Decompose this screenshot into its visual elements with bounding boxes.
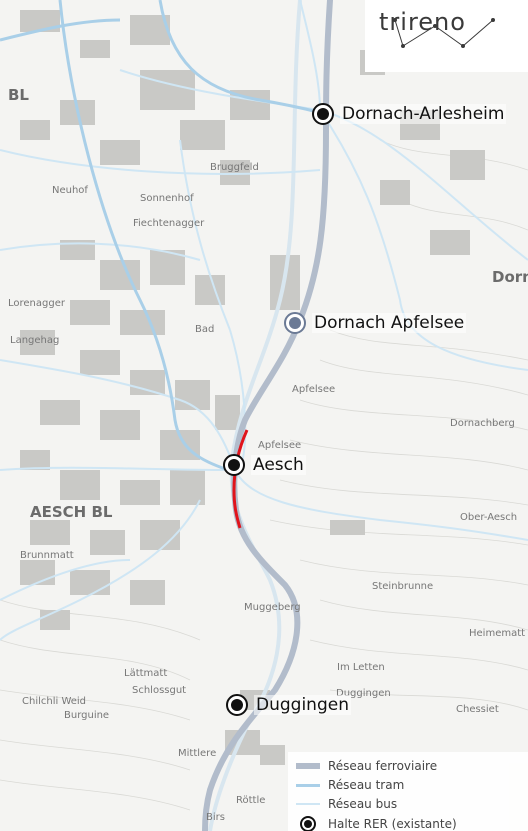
- rer-stop-icon: [226, 694, 248, 716]
- stop-name: Aesch: [251, 455, 306, 475]
- stop-name: Duggingen: [254, 695, 351, 715]
- place-label-aesch-bl: AESCH BL: [30, 503, 113, 521]
- legend-row-bus: Réseau bus: [296, 797, 397, 811]
- map-legend: Réseau ferroviaire Réseau tram Réseau bu…: [288, 752, 528, 831]
- legend-row-tram: Réseau tram: [296, 778, 404, 792]
- legend-row-stop: Halte RER (existante): [296, 816, 457, 831]
- stop-dornach-arlesheim[interactable]: Dornach-Arlesheim: [312, 103, 507, 125]
- rer-stop-legend-icon: [300, 816, 316, 831]
- bus-swatch: [296, 803, 320, 805]
- place-label-dornachberg: Dornachberg: [450, 418, 515, 429]
- place-label-fiechtenagger: Fiechtenagger: [133, 218, 205, 229]
- stop-duggingen[interactable]: Duggingen: [226, 694, 351, 716]
- place-label-lattmatt: Lättmatt: [124, 668, 168, 679]
- place-label-heimematt: Heimematt: [469, 628, 526, 639]
- place-label-rottle: Röttle: [236, 795, 266, 806]
- tram-swatch: [296, 783, 320, 787]
- place-label-bl: BL: [8, 86, 29, 104]
- stop-name: Dornach-Arlesheim: [340, 104, 507, 124]
- place-label-apfelsee: Apfelsee: [292, 384, 336, 395]
- place-label-neuhof: Neuhof: [52, 185, 88, 196]
- legend-label-stop: Halte RER (existante): [328, 817, 457, 831]
- place-label-langehag: Langehag: [10, 335, 60, 346]
- place-label-lorenagger: Lorenagger: [8, 298, 65, 309]
- place-label-birs: Birs: [206, 812, 225, 823]
- place-label-schlossgut: Schlossgut: [132, 685, 187, 696]
- legend-label-bus: Réseau bus: [328, 797, 398, 811]
- place-label-ober-aesch: Ober-Aesch: [460, 512, 518, 523]
- tram-network: [0, 0, 323, 472]
- stop-name: Dornach Apfelsee: [312, 313, 467, 333]
- place-label-bruggfeld: Bruggfeld: [210, 162, 259, 173]
- place-label-steinbrunne: Steinbrunne: [372, 581, 434, 592]
- place-label-chessiet: Chessiet: [456, 704, 499, 715]
- place-label-brunnmatt: Brunnmatt: [20, 550, 74, 561]
- place-label-muggeberg: Muggeberg: [244, 602, 301, 613]
- place-label-dorna: Dorna: [492, 268, 528, 286]
- place-label-im-letten: Im Letten: [337, 662, 385, 673]
- rer-stop-icon: [223, 454, 245, 476]
- place-label-duggingen: Duggingen: [336, 688, 391, 699]
- rer-stop-icon: [312, 103, 334, 125]
- new-stop-icon: [284, 312, 306, 334]
- contour-lines: [0, 139, 528, 811]
- legend-label-rail: Réseau ferroviaire: [328, 759, 438, 773]
- logo-network-icon: [393, 18, 495, 48]
- trireno-logo: trireno: [365, 0, 528, 72]
- stop-aesch[interactable]: Aesch: [223, 454, 306, 476]
- place-label-im-gr: Mittlere: [178, 748, 217, 759]
- place-label-bad: Bad: [195, 324, 215, 335]
- place-label-sonnenhof: Sonnenhof: [140, 193, 194, 204]
- place-label-burguine: Burguine: [64, 710, 110, 721]
- place-label-chilchli-weid: Chilchli Weid: [22, 696, 87, 707]
- legend-row-rail: Réseau ferroviaire: [296, 759, 437, 773]
- rail-swatch: [296, 763, 320, 769]
- stop-dornach-apfelsee[interactable]: Dornach Apfelsee: [284, 312, 467, 334]
- legend-label-tram: Réseau tram: [328, 778, 405, 792]
- logo-text: trireno: [379, 8, 466, 36]
- new-section-highlight: [232, 429, 249, 529]
- place-label-apfelsee-2: Apfelsee: [258, 440, 302, 451]
